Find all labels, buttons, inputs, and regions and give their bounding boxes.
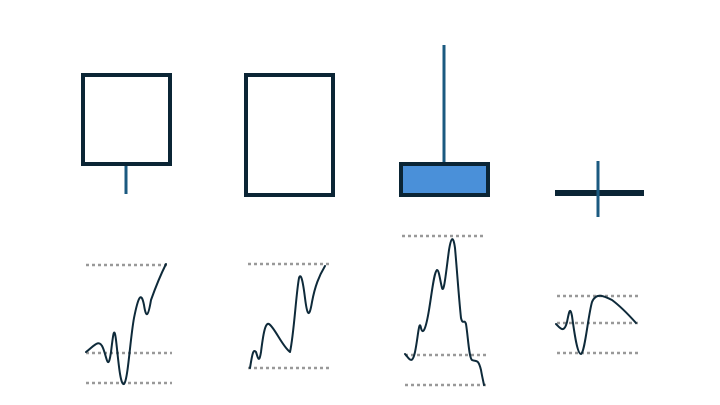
price-paths-row [85, 234, 640, 387]
price-line [249, 265, 326, 369]
price-line [555, 294, 637, 355]
price-line [85, 263, 167, 386]
price-path-4 [555, 294, 640, 355]
candles-row [81, 45, 644, 217]
price-path-1 [85, 263, 172, 386]
filled-candle-upper-wick [399, 45, 490, 197]
candle-body [81, 73, 172, 166]
doji-cross [555, 161, 644, 217]
candle-body [399, 162, 490, 197]
hollow-candle-lower-wick [81, 73, 172, 194]
price-path-2 [248, 262, 330, 370]
candle-body [244, 73, 335, 197]
price-line [404, 238, 485, 386]
hollow-candle-no-wick [244, 73, 335, 197]
price-path-3 [402, 234, 486, 387]
